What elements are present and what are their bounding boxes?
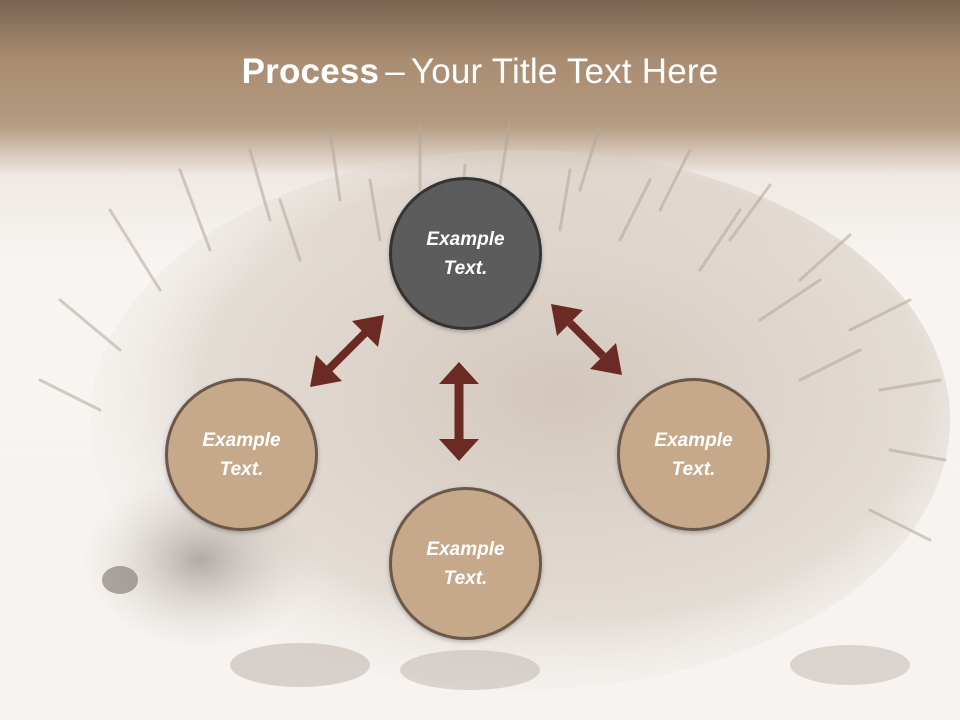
process-node-left[interactable]: Example Text. <box>165 378 318 531</box>
arrow-top-left <box>310 315 384 387</box>
slide-title: Process–Your Title Text Here <box>0 52 960 92</box>
process-node-right[interactable]: Example Text. <box>617 378 770 531</box>
node-label: Example Text. <box>202 429 281 480</box>
node-label: Example Text. <box>426 538 505 589</box>
process-node-top[interactable]: Example Text. <box>389 177 542 330</box>
process-node-bottom[interactable]: Example Text. <box>389 487 542 640</box>
arrow-top-right <box>551 304 622 375</box>
title-text: Your Title Text Here <box>410 52 719 91</box>
title-bold: Process <box>241 52 380 91</box>
node-label: Example Text. <box>654 429 733 480</box>
title-dash: – <box>385 52 405 91</box>
node-label: Example Text. <box>426 228 505 279</box>
arrow-vertical <box>439 362 479 461</box>
